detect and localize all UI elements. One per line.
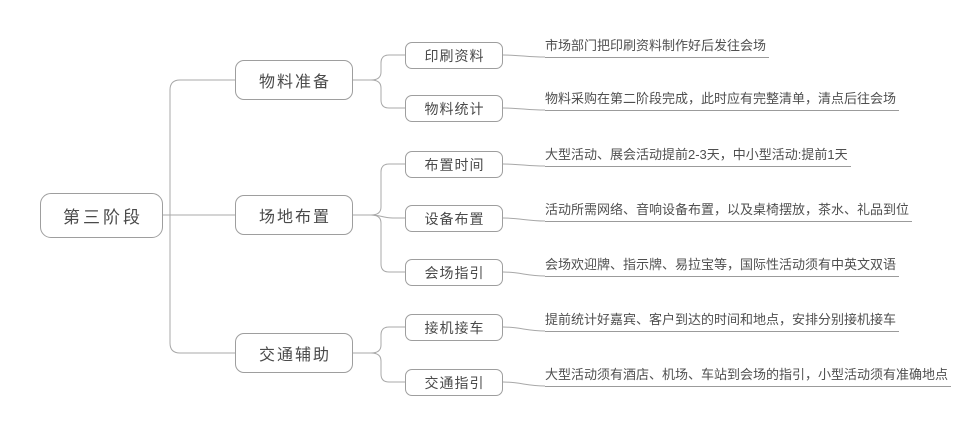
sub-topic-airport-pickup[interactable]: 接机接车 <box>405 314 503 341</box>
leaf-desc-equipment-setup[interactable]: 活动所需网络、音响设备布置，以及桌椅摆放，茶水、礼品到位 <box>545 201 913 222</box>
leaf-desc-material-count[interactable]: 物料采购在第二阶段完成，此时应有完整清单，清点后往会场 <box>545 90 900 111</box>
root-topic[interactable]: 第三阶段 <box>40 193 163 238</box>
leaf-desc-airport-pickup[interactable]: 提前统计好嘉宾、客户到达的时间和地点，安排分别接机接车 <box>545 311 900 332</box>
sub-topic-material-count[interactable]: 物料统计 <box>405 95 503 122</box>
sub-topic-venue-signage[interactable]: 会场指引 <box>405 259 503 286</box>
sub-topic-equipment-setup[interactable]: 设备布置 <box>405 205 503 232</box>
leaf-desc-traffic-guide[interactable]: 大型活动须有酒店、机场、车站到会场的指引，小型活动须有准确地点 <box>545 366 952 387</box>
leaf-desc-venue-signage[interactable]: 会场欢迎牌、指示牌、易拉宝等，国际性活动须有中英文双语 <box>545 256 900 277</box>
sub-topic-traffic-guide[interactable]: 交通指引 <box>405 369 503 396</box>
leaf-desc-print-materials[interactable]: 市场部门把印刷资料制作好后发往会场 <box>545 37 770 58</box>
branch-topic-venue[interactable]: 场地布置 <box>235 195 353 235</box>
sub-topic-setup-time[interactable]: 布置时间 <box>405 151 503 178</box>
branch-topic-transport[interactable]: 交通辅助 <box>235 333 353 373</box>
leaf-desc-setup-time[interactable]: 大型活动、展会活动提前2-3天，中小型活动:提前1天 <box>545 146 851 167</box>
sub-topic-print-materials[interactable]: 印刷资料 <box>405 42 503 69</box>
branch-topic-materials[interactable]: 物料准备 <box>235 60 353 100</box>
